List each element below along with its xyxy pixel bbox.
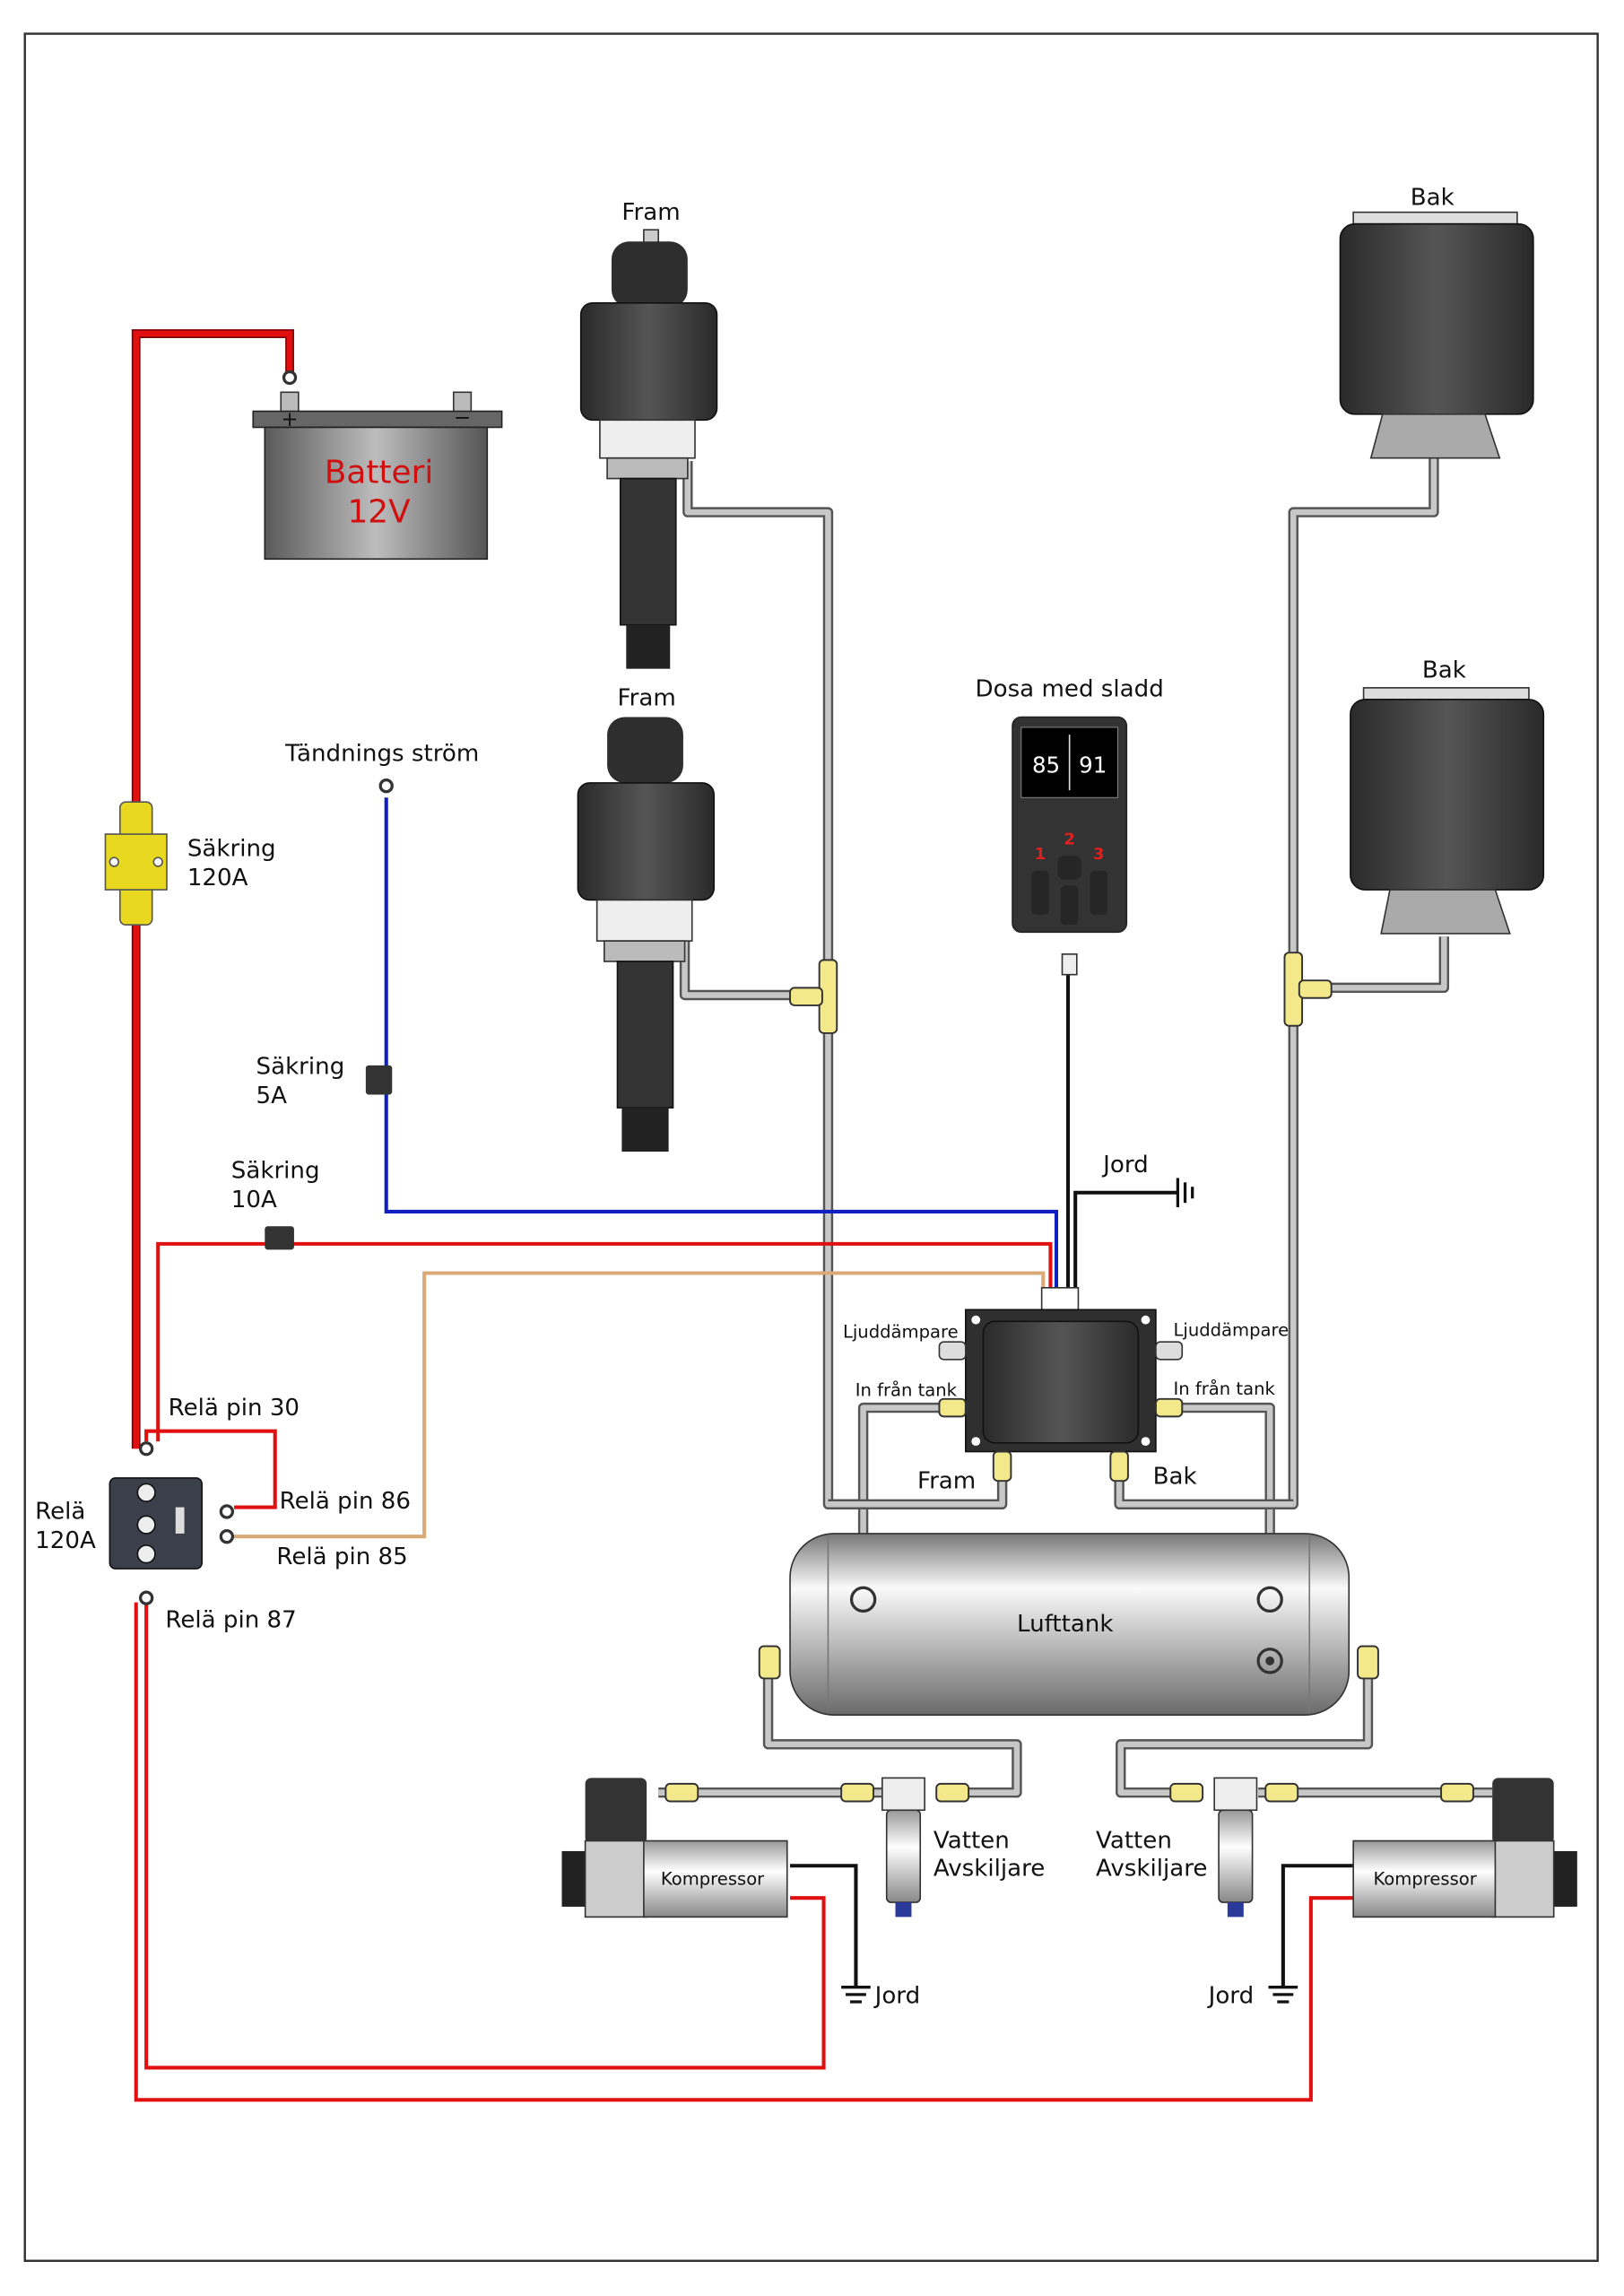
- ground-icon: [1176, 1178, 1194, 1208]
- ground-icon: [1268, 1986, 1298, 2004]
- valve-controller: [938, 1286, 1184, 1483]
- water-separator-right: [1213, 1777, 1258, 1918]
- compressor-left: Kompressor: [561, 1778, 788, 1918]
- remote-right-value: 91: [1079, 752, 1107, 778]
- relay-pin86-wire: [144, 1429, 277, 1509]
- inlet-left-label: In från tank: [855, 1380, 958, 1401]
- relay-pin87-wire-left: [144, 1602, 826, 2070]
- rear-air-bag-top: [1339, 211, 1534, 459]
- relay-fuse-icon: [265, 1226, 294, 1250]
- relay-pin87-wire-right: [134, 1602, 1354, 2102]
- remote-label: Dosa med sladd: [976, 676, 1164, 703]
- ground-icon: [841, 1986, 871, 2004]
- ignition-fuse-icon: [365, 1065, 393, 1095]
- front-strut-top: [579, 229, 718, 669]
- compressor-right: Kompressor: [1352, 1778, 1577, 1918]
- relay-label: Relä: [35, 1499, 85, 1526]
- relay-pin85-label: Relä pin 85: [276, 1544, 407, 1570]
- remote-button-1[interactable]: 1: [1035, 845, 1046, 864]
- muffler-right-label: Ljuddämpare: [1173, 1320, 1289, 1341]
- water-separator-left-label-2: Avskiljare: [934, 1856, 1045, 1883]
- ground-wire: [1073, 1190, 1178, 1292]
- muffler-left-label: Ljuddämpare: [843, 1321, 959, 1342]
- water-separator-right-label: Vatten: [1096, 1828, 1172, 1855]
- relay-fuse-wire: [156, 1241, 1053, 1442]
- page-border: [23, 32, 1599, 2263]
- main-fuse-icon: [104, 801, 168, 926]
- ignition-fuse-label: Säkring: [256, 1054, 345, 1081]
- front-strut-bottom-label: Fram: [618, 684, 676, 711]
- tank-label: Lufttank: [1017, 1611, 1114, 1638]
- controller-ground-label: Jord: [1101, 1152, 1149, 1178]
- outlet-rear-label: Bak: [1153, 1463, 1198, 1490]
- compressor-left-label: Kompressor: [661, 1868, 765, 1889]
- ignition-wire: [384, 797, 1059, 1292]
- relay-rating: 120A: [35, 1527, 96, 1554]
- rear-bag-bottom-label: Bak: [1422, 657, 1467, 683]
- outlet-front-label: Fram: [917, 1467, 976, 1494]
- relay-fuse-label: Säkring: [231, 1157, 320, 1184]
- compressor-right-label: Kompressor: [1373, 1868, 1477, 1889]
- water-separator-left: [881, 1777, 925, 1918]
- relay-pin30-label: Relä pin 30: [169, 1395, 300, 1422]
- rear-bag-top-label: Bak: [1411, 184, 1455, 211]
- main-fuse-rating: 120A: [187, 865, 248, 891]
- ignition-label: Tändnings ström: [284, 740, 479, 767]
- front-strut-bottom: [577, 717, 716, 1152]
- battery-voltage: 12V: [347, 494, 411, 531]
- relay-fuse-rating: 10A: [231, 1187, 277, 1213]
- ignition-terminal-icon: [378, 778, 394, 794]
- water-separator-right-label-2: Avskiljare: [1096, 1856, 1207, 1883]
- battery-plus-label: +: [281, 408, 298, 431]
- inlet-right-label: In från tank: [1173, 1378, 1275, 1399]
- relay-pin85-wire: [234, 1271, 1046, 1539]
- relay-pin87-label: Relä pin 87: [165, 1606, 296, 1633]
- compressor-ground-wire-right: [1281, 1864, 1354, 1987]
- compressor-ground-wire-left: [790, 1864, 858, 1987]
- compressor-right-ground-label: Jord: [1207, 1983, 1255, 2010]
- ignition-fuse-rating: 5A: [256, 1083, 288, 1109]
- remote-button-3[interactable]: 3: [1093, 845, 1104, 864]
- main-fuse-label: Säkring: [187, 836, 276, 863]
- remote-left-value: 85: [1032, 752, 1060, 778]
- compressor-left-ground-label: Jord: [873, 1983, 921, 2010]
- remote-controller[interactable]: 85 91 1 2 3: [1012, 716, 1128, 934]
- battery-minus-label: −: [454, 406, 471, 430]
- rear-air-bag-bottom: [1350, 687, 1545, 935]
- relay-pin86-label: Relä pin 86: [280, 1488, 411, 1515]
- front-strut-top-label: Fram: [621, 199, 680, 226]
- remote-button-2[interactable]: 2: [1064, 830, 1074, 848]
- battery: + − Batteri 12V: [252, 370, 503, 561]
- remote-connector-icon: [1061, 953, 1078, 976]
- air-lines: [658, 457, 1493, 1798]
- battery-label: Batteri: [325, 454, 434, 491]
- relay-icon: [109, 1441, 235, 1605]
- water-separator-left-label: Vatten: [934, 1828, 1010, 1855]
- air-tank: Lufttank: [789, 1533, 1350, 1717]
